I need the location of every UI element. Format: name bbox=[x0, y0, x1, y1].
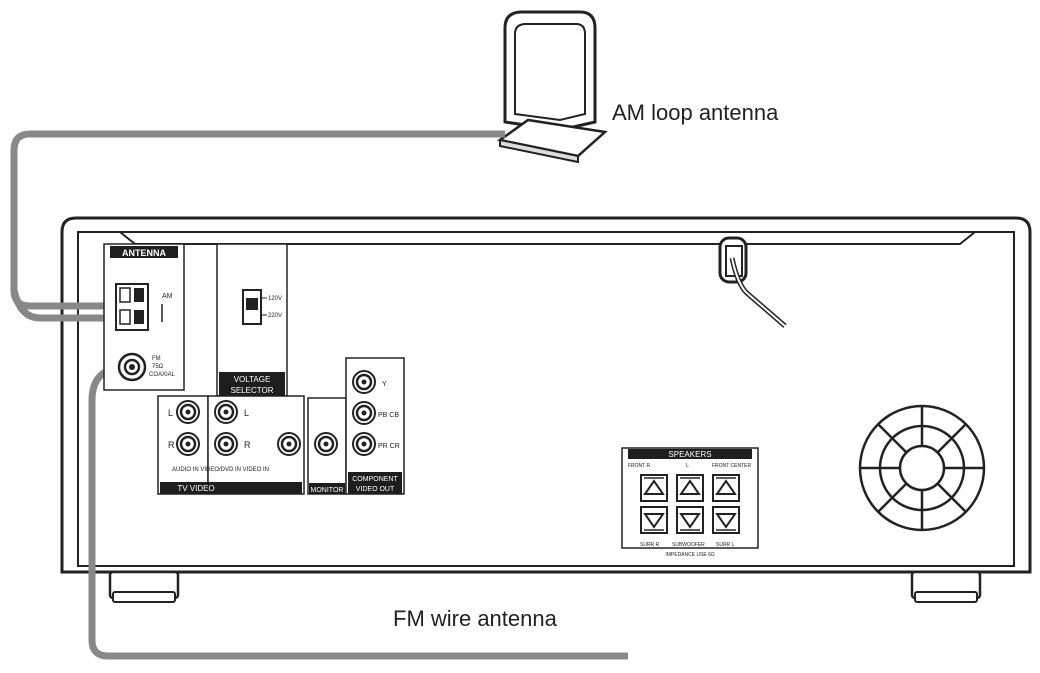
antenna-section: ANTENNA AM FM 75Ω COAXIAL bbox=[103, 243, 185, 391]
front-l-label: L bbox=[686, 463, 689, 469]
video-in-jack bbox=[276, 431, 302, 457]
front-r-label: FRONT R bbox=[628, 463, 651, 469]
component-pb-label: PB CB bbox=[378, 412, 399, 419]
front-r-terminal bbox=[640, 474, 668, 502]
tv-video-label: TV VIDEO bbox=[177, 484, 214, 493]
fm-label-3: COAXIAL bbox=[149, 372, 176, 378]
voltage-option-120v: 120V bbox=[268, 296, 282, 302]
antenna-title: ANTENNA bbox=[122, 248, 166, 258]
audio-in-video-label: AUDIO IN VIDEO/DVD IN VIDEO IN bbox=[172, 467, 269, 473]
dvd-audio-r-jack bbox=[213, 431, 239, 457]
tv-jack-r-label: R bbox=[168, 440, 175, 450]
monitor-jack bbox=[313, 431, 339, 457]
voltage-label-2: SELECTOR bbox=[231, 386, 274, 395]
surr-l-label: SURR L bbox=[716, 542, 735, 548]
receiver-feet bbox=[108, 570, 982, 603]
am-antenna-callout: AM loop antenna bbox=[612, 100, 779, 125]
dvd-jack-r-label: R bbox=[244, 440, 251, 450]
component-y-jack bbox=[351, 369, 377, 395]
component-y-label: Y bbox=[382, 381, 387, 388]
component-pb-jack bbox=[351, 400, 377, 426]
speakers-title: SPEAKERS bbox=[668, 450, 711, 459]
tv-audio-l-jack bbox=[175, 399, 201, 425]
fm-label-2: 75Ω bbox=[152, 364, 164, 370]
fm-label-1: FM bbox=[152, 356, 161, 362]
front-center-label: FRONT CENTER bbox=[712, 463, 751, 469]
subwoofer-terminal bbox=[676, 506, 704, 534]
front-l-terminal bbox=[676, 474, 704, 502]
surr-r-terminal bbox=[640, 506, 668, 534]
voltage-label-1: VOLTAGE bbox=[234, 375, 271, 384]
fm-antenna-callout: FM wire antenna bbox=[393, 606, 557, 631]
am-label: AM bbox=[162, 293, 173, 300]
surr-r-label: SURR R bbox=[640, 542, 660, 548]
monitor-label: MONITOR bbox=[311, 487, 344, 494]
component-video-out: Y PB CB PR CR COMPONENT VIDEO OUT bbox=[345, 357, 405, 495]
speakers-section: SPEAKERS FRONT R L FRONT CENTER SURR R S… bbox=[621, 447, 759, 558]
tv-audio-r-jack bbox=[175, 431, 201, 457]
impedance-label: IMPEDANCE USE 6Ω bbox=[665, 552, 715, 558]
surr-l-terminal bbox=[712, 506, 740, 534]
cooling-fan-vent bbox=[858, 404, 986, 532]
component-label-1: COMPONENT bbox=[352, 476, 398, 483]
monitor-section: MONITOR bbox=[307, 397, 347, 495]
power-cord bbox=[718, 236, 787, 328]
am-antenna-cable bbox=[10, 130, 505, 310]
woofer-label: SUBWOOFER bbox=[672, 542, 705, 548]
am-loop-antenna bbox=[496, 10, 608, 164]
component-pr-jack bbox=[351, 431, 377, 457]
voltage-option-220v: 220V bbox=[268, 313, 282, 319]
component-pr-label: PR CR bbox=[378, 443, 400, 450]
tv-jack-l-label: L bbox=[168, 408, 173, 418]
dvd-jack-l-label: L bbox=[244, 408, 249, 418]
video-audio-jacks: L R L R AUDIO IN VIDEO/DVD IN VIDEO IN T… bbox=[157, 395, 305, 495]
dvd-audio-l-jack bbox=[213, 399, 239, 425]
component-label-2: VIDEO OUT bbox=[356, 486, 395, 493]
front-center-terminal bbox=[712, 474, 740, 502]
voltage-selector: 120V 220V VOLTAGE SELECTOR bbox=[216, 243, 288, 397]
